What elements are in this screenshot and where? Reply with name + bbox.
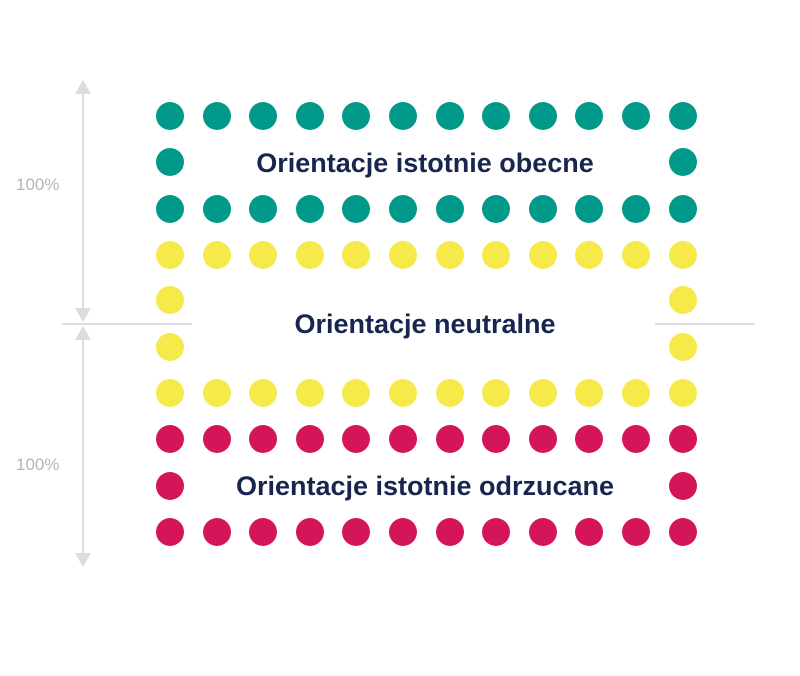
odrzucane-dot-row <box>622 518 650 546</box>
neutralne-dot-row <box>295 241 324 269</box>
neutralne-dot-row <box>342 241 371 269</box>
neutralne-dot-left <box>156 286 184 314</box>
odrzucane-dot-row <box>156 425 184 453</box>
odrzucane-dot-row <box>249 518 278 546</box>
upper-percent-label: 100% <box>16 175 60 194</box>
odrzucane-dot-left <box>156 472 184 500</box>
neutralne-dot-row <box>156 241 184 269</box>
neutralne-dot-row <box>575 379 604 407</box>
obecne-dot-row <box>622 195 650 223</box>
obecne-dot-row <box>342 102 371 130</box>
neutralne-dot-row <box>156 379 184 407</box>
obecne-dot-row <box>482 195 511 223</box>
neutralne-dot-row <box>389 241 417 269</box>
odrzucane-dot-row <box>389 425 417 453</box>
odrzucane-dot-row <box>575 518 604 546</box>
obecne-dot-row <box>295 195 324 223</box>
obecne-dot-row <box>528 195 557 223</box>
upper-arrow-up-icon <box>75 80 91 94</box>
neutralne-dot-row <box>435 241 464 269</box>
obecne-dot-row <box>389 195 417 223</box>
odrzucane-dot-row <box>482 425 511 453</box>
odrzucane-dot-row <box>668 518 697 546</box>
odrzucane-dot-row <box>342 425 371 453</box>
neutralne-dot-right <box>668 286 697 314</box>
neutralne-dot-row <box>668 241 697 269</box>
odrzucane-dot-row <box>202 425 231 453</box>
neutralne-dot-row <box>435 379 464 407</box>
lower-scale-line <box>82 336 84 556</box>
neutralne-dot-row <box>622 241 650 269</box>
obecne-dot-row <box>156 195 184 223</box>
neutralne-dot-row <box>482 379 511 407</box>
obecne-dot-row <box>528 102 557 130</box>
neutralne-dot-row <box>528 241 557 269</box>
neutralne-dot-row <box>528 379 557 407</box>
odrzucane-dot-row <box>295 425 324 453</box>
neutralne-dot-row <box>482 241 511 269</box>
odrzucane-dot-row <box>622 425 650 453</box>
odrzucane-dot-right <box>668 472 697 500</box>
lower-arrow-down-icon <box>75 553 91 567</box>
odrzucane-dot-row <box>435 425 464 453</box>
obecne-dot-row <box>249 102 278 130</box>
odrzucane-dot-row <box>156 518 184 546</box>
obecne-dot-row <box>435 102 464 130</box>
obecne-dot-row <box>295 102 324 130</box>
obecne-dot-row <box>202 195 231 223</box>
neutralne-dot-row <box>249 241 278 269</box>
obecne-dot-row <box>156 102 184 130</box>
obecne-dot-row <box>482 102 511 130</box>
neutralne-dot-row <box>249 379 278 407</box>
neutralne-dot-row <box>342 379 371 407</box>
obecne-dot-row <box>389 102 417 130</box>
odrzucane-dot-row <box>389 518 417 546</box>
label-present: Orientacje istotnie obecne <box>256 148 594 178</box>
obecne-dot-row <box>622 102 650 130</box>
odrzucane-dot-row <box>668 425 697 453</box>
obecne-dot-row <box>342 195 371 223</box>
neutralne-dot-row <box>202 241 231 269</box>
upper-arrow-down-icon <box>75 308 91 322</box>
obecne-dot-row <box>668 102 697 130</box>
midline-right <box>655 323 755 325</box>
odrzucane-dot-row <box>575 425 604 453</box>
neutralne-dot-row <box>295 379 324 407</box>
obecne-dot-row <box>575 102 604 130</box>
label-neutral: Orientacje neutralne <box>294 309 556 339</box>
obecne-dot-right <box>668 148 697 176</box>
neutralne-dot-right <box>668 333 697 361</box>
label-rejected: Orientacje istotnie odrzucane <box>235 471 615 501</box>
midline-left <box>62 323 192 325</box>
odrzucane-dot-row <box>295 518 324 546</box>
obecne-dot-row <box>668 195 697 223</box>
odrzucane-dot-row <box>202 518 231 546</box>
odrzucane-dot-row <box>249 425 278 453</box>
neutralne-dot-left <box>156 333 184 361</box>
neutralne-dot-row <box>575 241 604 269</box>
odrzucane-dot-row <box>342 518 371 546</box>
odrzucane-dot-row <box>482 518 511 546</box>
obecne-dot-left <box>156 148 184 176</box>
odrzucane-dot-row <box>528 518 557 546</box>
neutralne-dot-row <box>202 379 231 407</box>
odrzucane-dot-row <box>528 425 557 453</box>
obecne-dot-row <box>575 195 604 223</box>
obecne-dot-row <box>202 102 231 130</box>
obecne-dot-row <box>435 195 464 223</box>
lower-percent-label: 100% <box>16 455 60 474</box>
upper-scale-line <box>82 92 84 314</box>
neutralne-dot-row <box>622 379 650 407</box>
neutralne-dot-row <box>389 379 417 407</box>
neutralne-dot-row <box>668 379 697 407</box>
lower-arrow-up-icon <box>75 326 91 340</box>
obecne-dot-row <box>249 195 278 223</box>
odrzucane-dot-row <box>435 518 464 546</box>
